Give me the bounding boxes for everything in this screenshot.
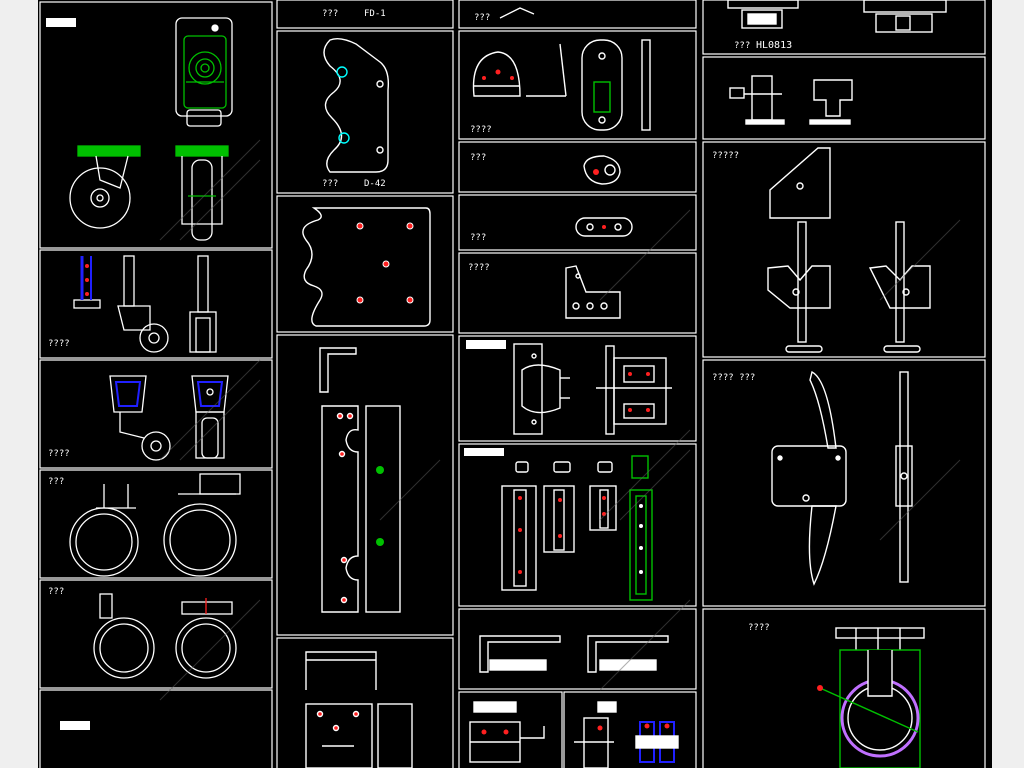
caster-label-2: ???? (48, 449, 70, 459)
hinge-label-2: ??? (470, 153, 486, 163)
bed-rail-bracket (321, 405, 401, 613)
u-clip-bracket (305, 651, 413, 768)
socket-caster-side (109, 375, 171, 461)
hinge-code: HL0813 (756, 40, 792, 51)
latch-assembly (469, 701, 545, 763)
watermark (159, 139, 961, 701)
cam-fitting-bracket (771, 370, 913, 586)
cam-lock-disc (583, 155, 621, 185)
caster-mount-plate (175, 17, 233, 127)
title-block (46, 18, 76, 27)
hinge-code-label: ??? (734, 41, 750, 51)
l-hook-pair (479, 635, 669, 673)
stem-caster-front (73, 256, 101, 309)
chair-caster-2 (163, 473, 241, 577)
caster-label-1: ???? (48, 339, 70, 349)
wheel-assembly (817, 627, 925, 768)
header-bracket-pair (727, 0, 947, 33)
plate-code-2: D-42 (364, 179, 386, 189)
panel-grid (39, 0, 986, 768)
title-block-2 (60, 721, 90, 730)
plate-label-2: ??? (322, 179, 338, 189)
bed-hook-plate-large (302, 207, 431, 327)
stem-caster-side (117, 255, 169, 353)
stem-caster-front-2 (189, 255, 217, 353)
angle-bracket (319, 347, 357, 393)
title-block-3 (466, 340, 506, 349)
hinge-label-1: ???? (470, 125, 492, 135)
swivel-caster-side-view (69, 145, 141, 229)
hinge-top-fragment (499, 7, 535, 19)
chair-caster-3 (93, 593, 155, 679)
caster-label-3: ??? (48, 477, 64, 487)
pin-hinges-set (501, 455, 653, 601)
chair-caster-4 (175, 598, 237, 679)
caster-label-4: ??? (48, 587, 64, 597)
hinge-label-4: ???? (468, 263, 490, 273)
bracket-label: ????? (712, 151, 739, 161)
lid-stay-hinge (472, 39, 651, 131)
plate-label: ??? (322, 9, 338, 19)
drawing-area (38, 0, 992, 768)
bed-hook-plate (323, 37, 390, 173)
swivel-caster-front-view (175, 145, 229, 241)
wheel-label: ???? (748, 623, 770, 633)
hinge-label-3: ??? (470, 233, 486, 243)
adjustable-foot-bracket (767, 147, 931, 353)
l-shelf-bracket (565, 265, 621, 319)
bolt-fittings (729, 75, 853, 125)
cabinet-hinge (513, 343, 672, 435)
connector-link (575, 217, 633, 237)
hinge-top-label: ??? (474, 13, 490, 23)
hasp-assembly (574, 701, 679, 768)
plate-code: FD-1 (364, 9, 386, 19)
chair-caster-1 (69, 484, 139, 577)
title-block-4 (464, 448, 504, 456)
bracket-label-2: ???? ??? (712, 373, 755, 383)
